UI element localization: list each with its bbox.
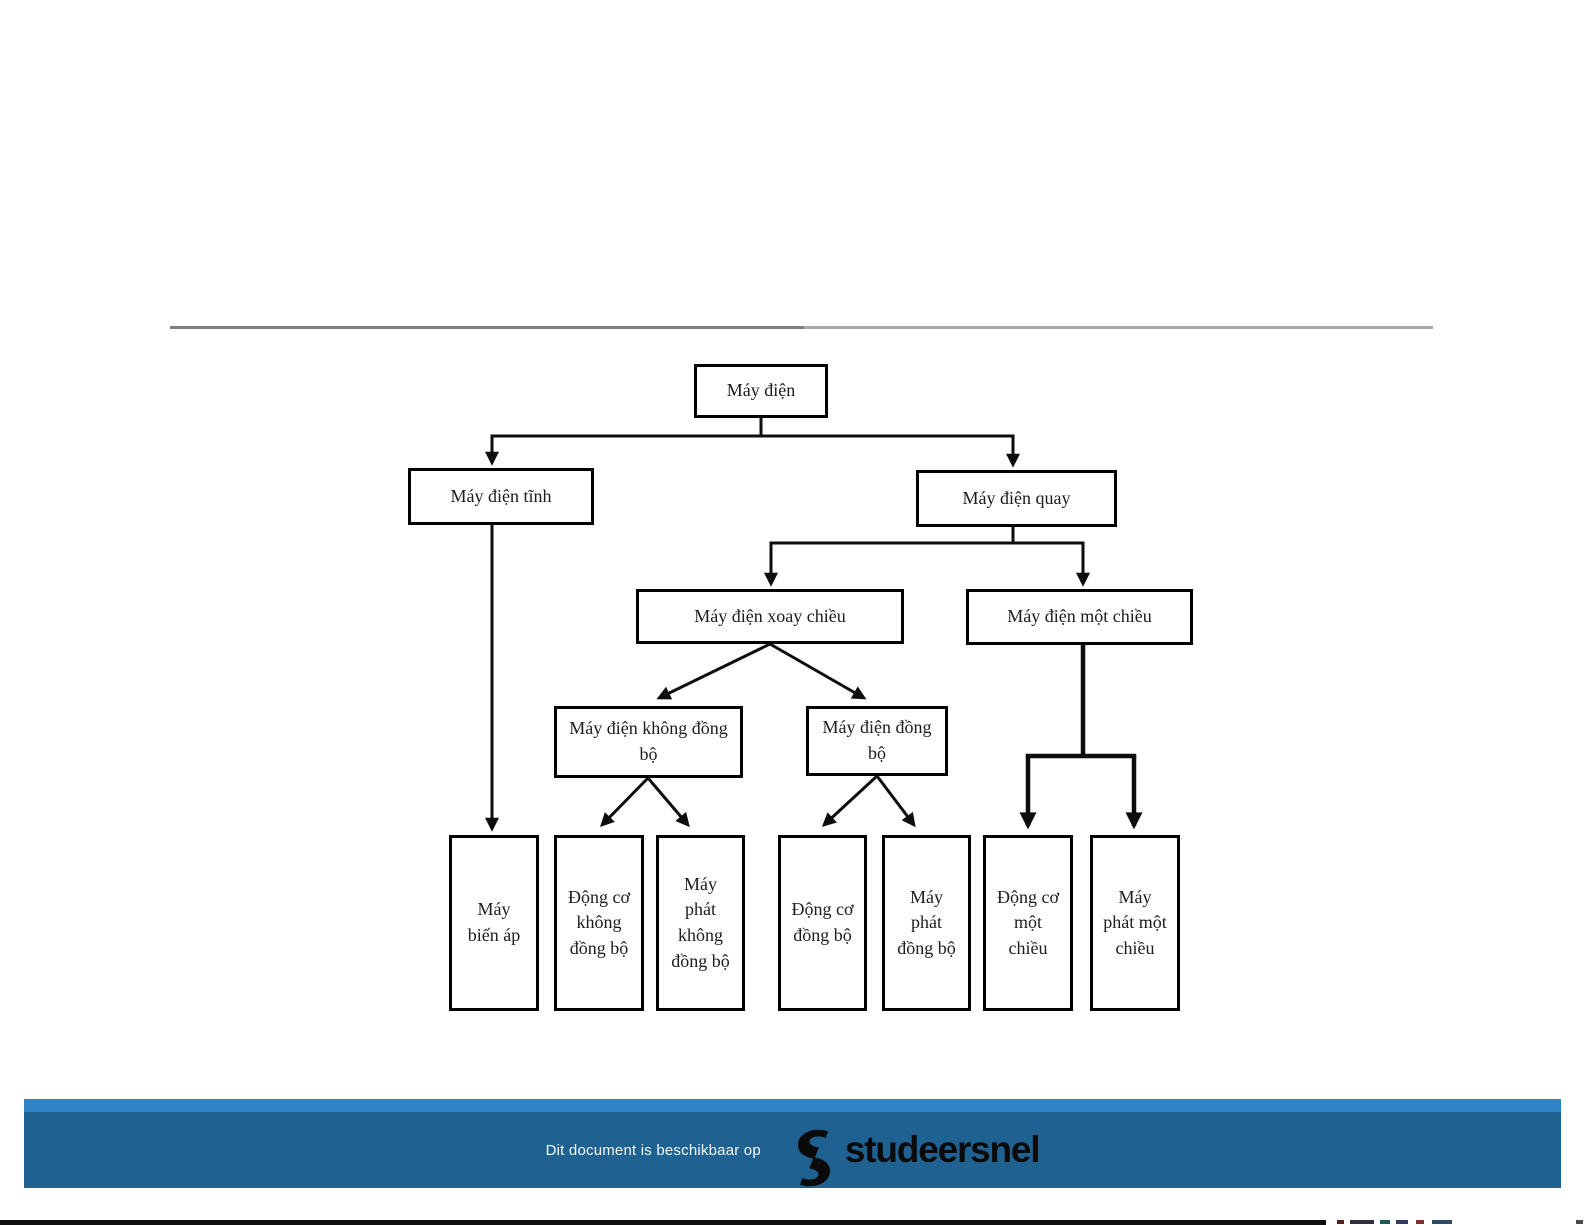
diagram-node-may-dien: Máy điện xyxy=(694,364,828,418)
diagram-node-may-dien-tinh: Máy điện tĩnh xyxy=(408,468,594,525)
diagram-node-may-dien-xoay-chieu: Máy điện xoay chiều xyxy=(636,589,904,644)
diagram-node-may-dien-dong-bo: Máy điện đồng bộ xyxy=(806,706,948,776)
studeersnel-logo: studeersnel xyxy=(791,1129,1041,1187)
footer-top-strip xyxy=(24,1099,1561,1112)
studeersnel-icon xyxy=(797,1129,830,1187)
next-page-edge xyxy=(0,1220,1326,1225)
cutoff-text-fragment xyxy=(1432,1220,1452,1224)
footer-band: Dit document is beschikbaar op studeersn… xyxy=(24,1112,1561,1188)
diagram-node-may-phat-khong-dong-bo: Máy phát không đồng bộ xyxy=(656,835,745,1011)
footer-banner: Dit document is beschikbaar op studeersn… xyxy=(24,1099,1561,1188)
cutoff-text-fragment xyxy=(1576,1220,1583,1224)
diagram-node-may-dien-mot-chieu: Máy điện một chiều xyxy=(966,589,1193,645)
diagram-node-may-bien-ap: Máy biến áp xyxy=(449,835,539,1011)
header-rule-right xyxy=(804,326,1433,329)
brand-name: studeersnel xyxy=(844,1129,1041,1170)
cutoff-text-fragment xyxy=(1396,1220,1408,1224)
header-rule-left xyxy=(170,326,804,329)
availability-text: Dit document is beschikbaar op xyxy=(545,1141,761,1159)
diagram-node-dong-co-mot-chieu: Động cơ một chiều xyxy=(983,835,1073,1011)
cutoff-text-fragment xyxy=(1337,1220,1344,1224)
diagram-node-may-phat-mot-chieu: Máy phát một chiều xyxy=(1090,835,1180,1011)
diagram-node-may-dien-quay: Máy điện quay xyxy=(916,470,1117,527)
diagram-node-may-dien-khong-dong-bo: Máy điện không đồng bộ xyxy=(554,706,743,778)
diagram-node-may-phat-dong-bo: Máy phát đồng bộ xyxy=(882,835,971,1011)
diagram-node-dong-co-dong-bo: Động cơ đồng bộ xyxy=(778,835,867,1011)
cutoff-text-fragment xyxy=(1416,1220,1424,1224)
cutoff-text-fragment xyxy=(1380,1220,1390,1224)
diagram-node-dong-co-khong-dong-bo: Động cơ không đồng bộ xyxy=(554,835,644,1011)
cutoff-text-fragment xyxy=(1350,1220,1374,1224)
